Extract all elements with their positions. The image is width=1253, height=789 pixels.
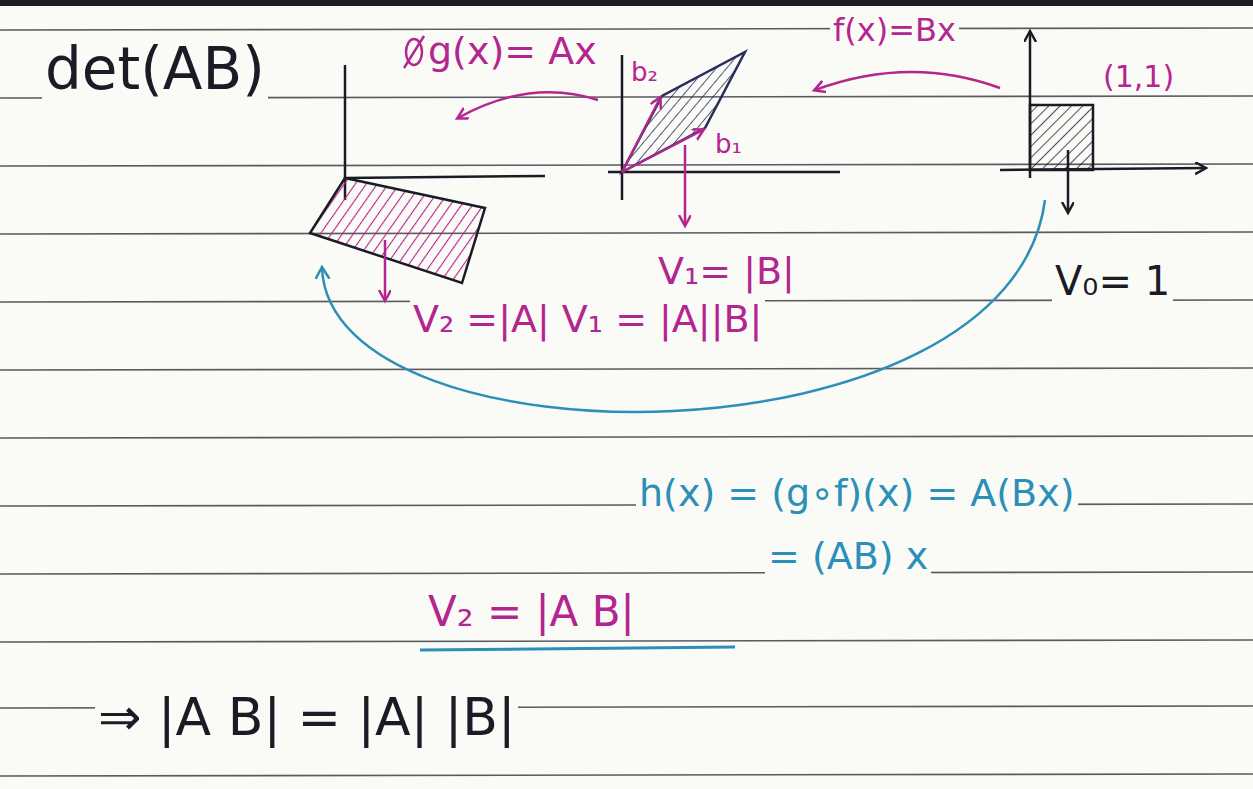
y-axis xyxy=(621,55,624,200)
composition-equation: = (AB) x xyxy=(765,535,931,579)
volume-pointer xyxy=(384,240,387,300)
parallelogram xyxy=(622,52,745,172)
volume-equation: V₂ = |A B| xyxy=(425,588,638,636)
ruled-lines xyxy=(0,28,1253,776)
map-arrow xyxy=(815,72,1000,90)
vector-b2 xyxy=(622,98,660,172)
ruled-line xyxy=(0,774,1253,776)
volume-pointer xyxy=(684,145,687,225)
vector-label: b₁ xyxy=(712,130,745,160)
ruled-line xyxy=(0,232,1253,234)
ruled-line xyxy=(0,640,1253,642)
volume-label: V₁= |B| xyxy=(655,250,798,294)
composite-arrow xyxy=(322,200,1045,412)
map-arrow xyxy=(458,92,598,118)
x-axis xyxy=(608,171,840,174)
underline xyxy=(420,647,735,650)
ruled-line xyxy=(0,436,1253,438)
map-label: g(x)= Ax xyxy=(425,30,600,74)
transformed-parallelogram xyxy=(310,178,485,283)
page-title: det(AB) xyxy=(42,36,268,103)
page-edge xyxy=(0,0,1253,6)
vector-b1 xyxy=(622,130,703,172)
ruled-line xyxy=(0,572,1253,574)
strike-through xyxy=(404,36,424,68)
point-label: (1,1) xyxy=(1100,60,1177,95)
volume-label: V₀= 1 xyxy=(1052,258,1173,304)
volume-equation: V₂ =|A| V₁ = |A||B| xyxy=(410,298,765,342)
ruled-line xyxy=(0,368,1253,370)
map-label: f(x)=Bx xyxy=(830,12,959,49)
volume-pointer xyxy=(1067,150,1070,212)
result-equation: ⇒ |A B| = |A| |B| xyxy=(95,688,518,748)
vector-label: b₂ xyxy=(628,58,661,88)
ruled-line xyxy=(0,28,1253,30)
composition-equation: h(x) = (g∘f)(x) = A(Bx) xyxy=(636,472,1078,516)
x-axis xyxy=(345,176,545,178)
unit-square xyxy=(1030,105,1093,170)
